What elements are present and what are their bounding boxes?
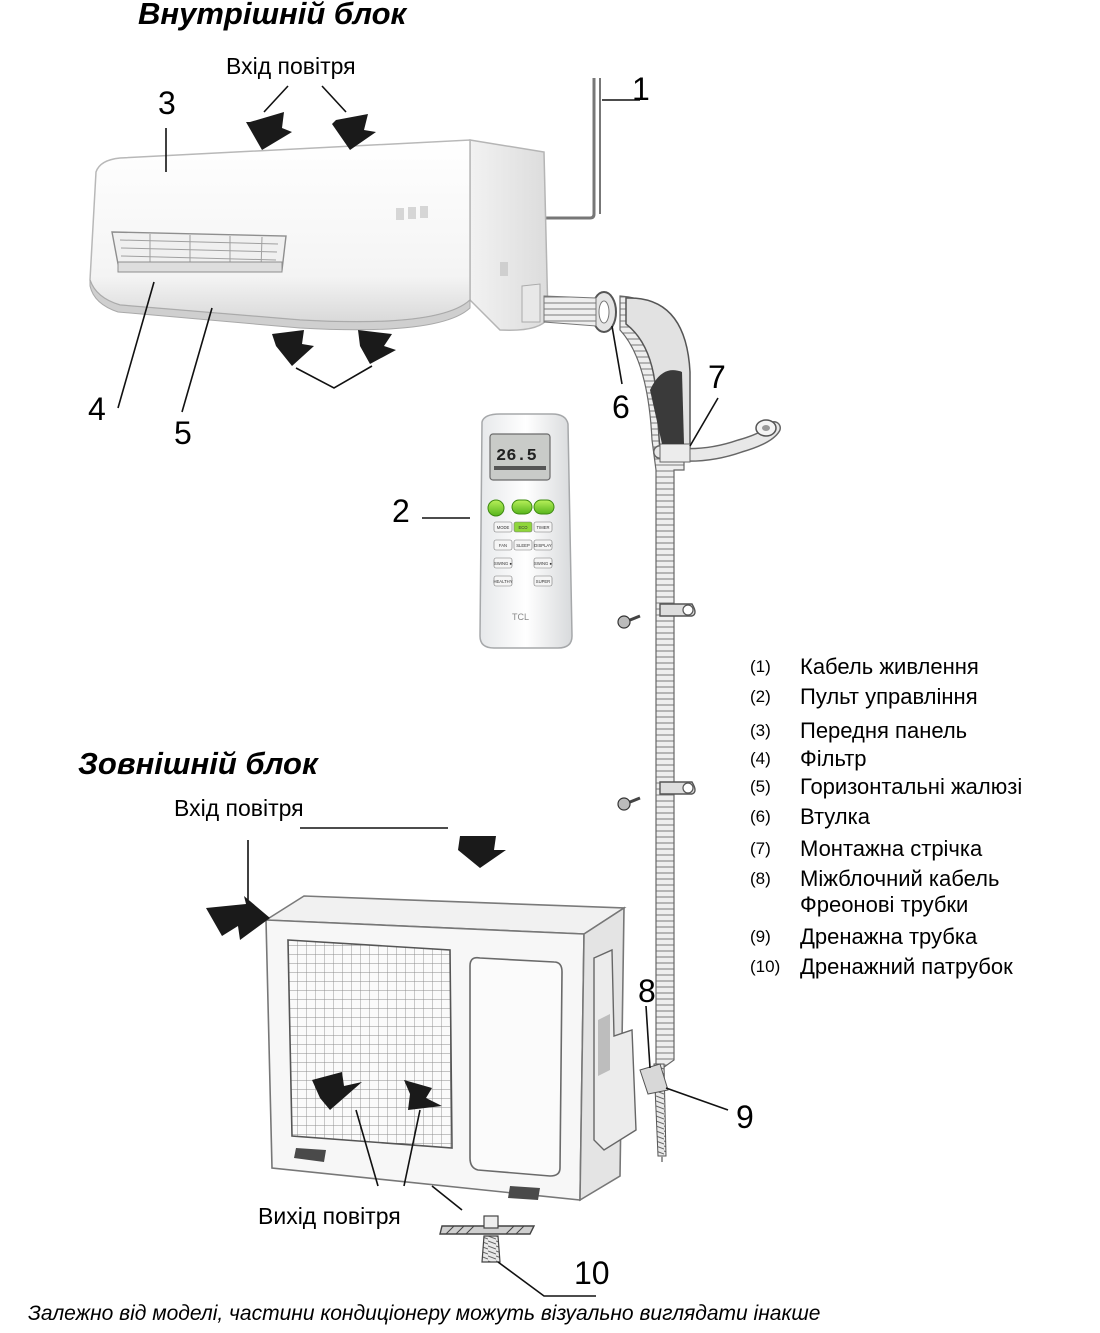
legend-number: (3) (750, 721, 771, 740)
horizontal-louvers (89, 279, 471, 331)
footnote: Залежно від моделі, частини кондиціонеру… (28, 1302, 820, 1325)
indoor-air-intake-label: Вхід повітря (226, 53, 356, 79)
indoor-display (396, 206, 428, 220)
outdoor-unit (263, 895, 669, 1202)
legend-text: Втулка (800, 804, 871, 829)
legend-text: Горизонтальні жалюзі (800, 774, 1022, 799)
pipe-bundle (543, 291, 781, 1162)
power-cable (540, 78, 596, 220)
remote-power-button (487, 499, 505, 517)
callout-7: 7 (708, 359, 726, 395)
remote-button (533, 521, 553, 533)
filter (111, 231, 287, 273)
legend-number: (10) (750, 957, 780, 976)
legend-number: (5) (750, 777, 771, 796)
callout-9: 9 (736, 1099, 754, 1135)
legend-number: (9) (750, 927, 771, 946)
remote-temp-down-button (511, 499, 533, 515)
legend-text: Міжблочний кабель (800, 866, 999, 891)
callout-6: 6 (612, 389, 630, 425)
callout-2: 2 (392, 493, 410, 529)
legend-number: (1) (750, 657, 771, 676)
remote-button-label: SLEEP (516, 543, 530, 548)
down-arrow-icon (246, 112, 292, 150)
remote-button-label: SWING ● (494, 561, 512, 566)
callout-3: 3 (158, 85, 176, 121)
legend-text: Фреонові трубки (800, 892, 968, 917)
mounting-tape (653, 419, 781, 463)
legend-text: Дренажний патрубок (800, 954, 1013, 979)
legend-text: Дренажна трубка (800, 924, 978, 949)
remote-button-label: TIMER (536, 525, 549, 530)
callout-10: 10 (574, 1255, 610, 1291)
remote-button (493, 521, 513, 533)
remote-button (533, 557, 553, 569)
legend-text: Передня панель (800, 718, 967, 743)
remote-button (493, 557, 513, 569)
remote-button-label: ECO (518, 525, 528, 530)
remote-button-label: MODE (497, 525, 510, 530)
drain-nozzle (431, 1185, 536, 1263)
remote-control: MODE ECO TIMER FAN SLEEP DISPLAY SWING ● SWING … (479, 413, 573, 649)
outdoor-unit-title: Зовнішній блок (78, 746, 319, 781)
outdoor-exhaust-arrows (312, 1072, 442, 1187)
outdoor-air-intake-label: Вхід повітря (174, 795, 304, 821)
remote-button (493, 575, 513, 587)
legend-text: Монтажна стрічка (800, 836, 983, 861)
leader-lines (117, 99, 729, 1297)
legend-text: Фільтр (800, 746, 867, 771)
down-arrow-icon (272, 330, 314, 366)
remote-button-grid: MODE ECO TIMER FAN SLEEP DISPLAY SWING ● SWING … (493, 521, 553, 587)
service-panel (469, 956, 563, 1177)
pipe-clamp (659, 781, 696, 795)
screw-icon (617, 796, 641, 811)
remote-display-value: 26.5 (496, 447, 537, 466)
legend: (1) Кабель живлення (2) Пульт управління (3)… (750, 654, 1022, 979)
indoor-unit (89, 78, 601, 331)
pipe-clamp (659, 603, 696, 617)
outdoor-air-exhaust-label: Вихід повітря (258, 1203, 401, 1229)
remote-button (533, 575, 553, 587)
indoor-outlet-arrows (272, 330, 396, 389)
legend-text: Кабель живлення (800, 654, 979, 679)
indoor-unit-title: Внутрішній блок (138, 0, 408, 31)
remote-button (513, 539, 533, 551)
down-arrow-icon (458, 836, 506, 868)
remote-brand: TCL (512, 612, 529, 622)
remote-button-label: HEALTHY (493, 579, 512, 584)
remote-button (533, 539, 553, 551)
right-arrow-icon (206, 896, 270, 940)
callout-5: 5 (174, 415, 192, 451)
legend-number: (6) (750, 807, 771, 826)
legend-number: (2) (750, 687, 771, 706)
screw-icon (617, 614, 641, 629)
down-arrow-icon (332, 114, 376, 150)
callout-8: 8 (638, 973, 656, 1009)
legend-number: (8) (750, 869, 771, 888)
fan-grille (287, 939, 453, 1149)
remote-temp-up-button (533, 499, 555, 515)
legend-number: (7) (750, 839, 771, 858)
remote-button-label: SWING ● (534, 561, 552, 566)
indoor-intake-arrows (246, 85, 376, 150)
remote-button (513, 521, 533, 533)
remote-button-label: SUPER (536, 579, 550, 584)
legend-number: (4) (750, 749, 771, 768)
callout-1: 1 (632, 71, 650, 107)
down-arrow-icon (358, 330, 396, 364)
callout-4: 4 (88, 391, 106, 427)
outdoor-intake-arrows (206, 827, 506, 940)
front-panel (89, 139, 471, 323)
legend-text: Пульт управління (800, 684, 978, 709)
remote-button-label: FAN (499, 543, 507, 548)
remote-button (493, 539, 513, 551)
remote-button-label: DISPLAY (534, 543, 552, 548)
